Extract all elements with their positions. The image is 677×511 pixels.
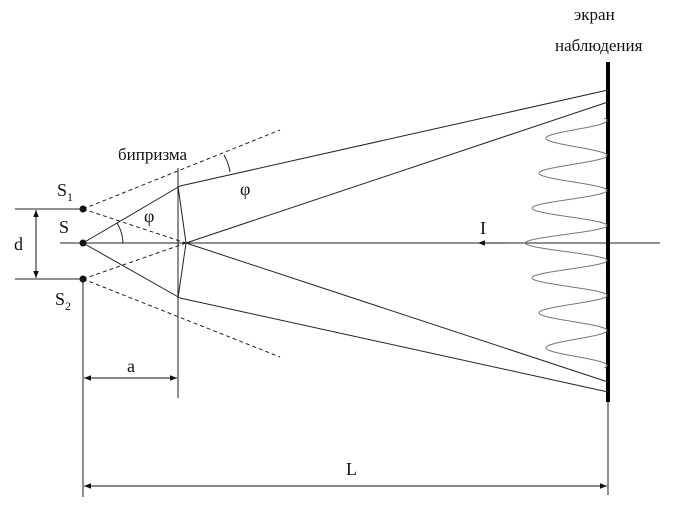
biprism-prism bbox=[177, 185, 187, 299]
phi-right-label: φ bbox=[240, 179, 250, 199]
intensity-label: I bbox=[480, 218, 486, 238]
dash-s2-extension bbox=[82, 278, 281, 358]
ray-source-lower bbox=[82, 242, 181, 299]
beam-lower-inner bbox=[185, 242, 609, 383]
angle-arc-right bbox=[223, 154, 231, 173]
dash-s2-outer bbox=[82, 242, 187, 280]
screen-label-line2: наблюдения bbox=[555, 36, 643, 55]
d-label: d bbox=[14, 234, 23, 254]
s-label: S bbox=[59, 217, 69, 237]
phi-left-label: φ bbox=[144, 206, 154, 226]
s1-label: S1 bbox=[57, 180, 73, 204]
L-label: L bbox=[346, 459, 357, 479]
a-label: a bbox=[127, 356, 135, 376]
dash-s1-outer bbox=[82, 208, 187, 244]
beam-upper-outer bbox=[179, 89, 609, 187]
beam-lower-outer bbox=[179, 297, 609, 393]
angle-arc-left bbox=[116, 222, 124, 244]
biprism-label: бипризма bbox=[118, 145, 188, 164]
ray-source-upper bbox=[82, 185, 181, 244]
beam-upper-inner bbox=[185, 101, 609, 244]
dash-s1-extension bbox=[82, 129, 281, 210]
screen-label-line1: экран bbox=[574, 5, 615, 24]
s2-label: S2 bbox=[55, 289, 71, 313]
source-s-point bbox=[79, 239, 87, 247]
interference-fringes bbox=[524, 117, 608, 369]
